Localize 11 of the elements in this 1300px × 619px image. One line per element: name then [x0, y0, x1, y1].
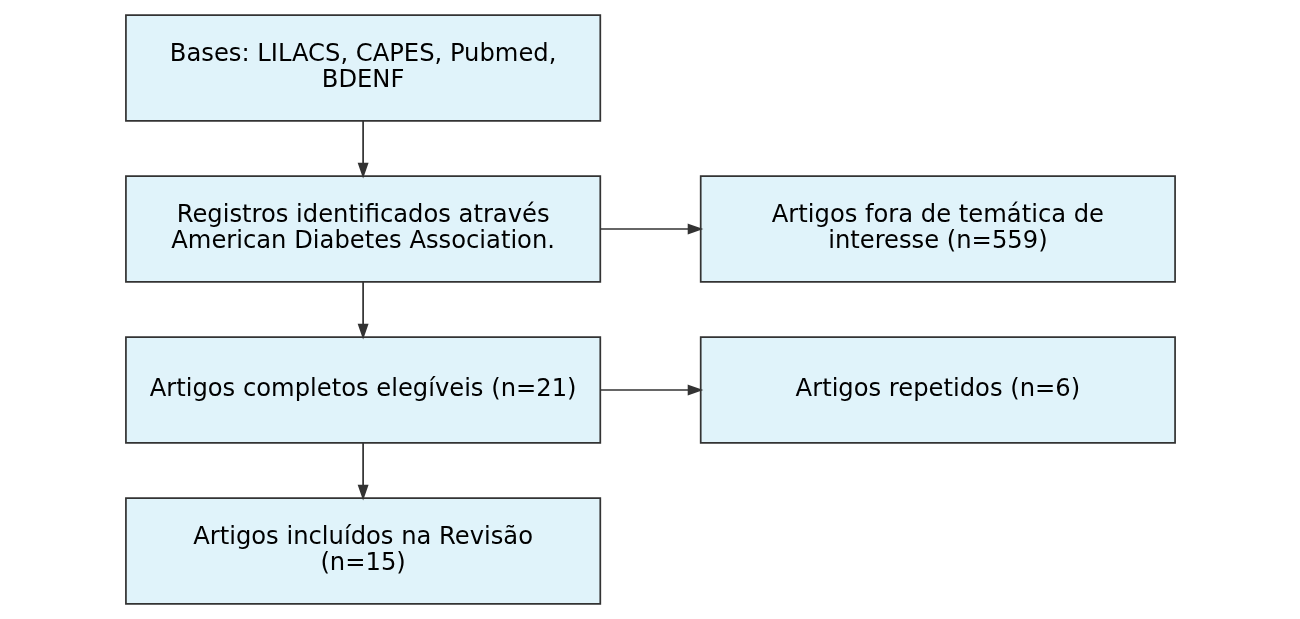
- node-box: Registros identificados através American Diabetes Association.: [124, 175, 601, 283]
- arrow: [357, 281, 369, 340]
- node-box: Artigos incluídos na Revisão (n=15): [124, 497, 601, 605]
- node-box: Artigos completos elegíveis (n=21): [124, 336, 601, 444]
- arrow: [599, 223, 703, 235]
- arrow: [357, 120, 369, 179]
- node-box: Artigos repetidos (n=6): [699, 336, 1176, 444]
- arrow: [599, 384, 703, 396]
- node-box: Artigos fora de temática de interesse (n=559): [699, 175, 1176, 283]
- node-box: Bases: LILACS, CAPES, Pubmed, BDENF: [124, 14, 601, 122]
- arrow: [357, 442, 369, 501]
